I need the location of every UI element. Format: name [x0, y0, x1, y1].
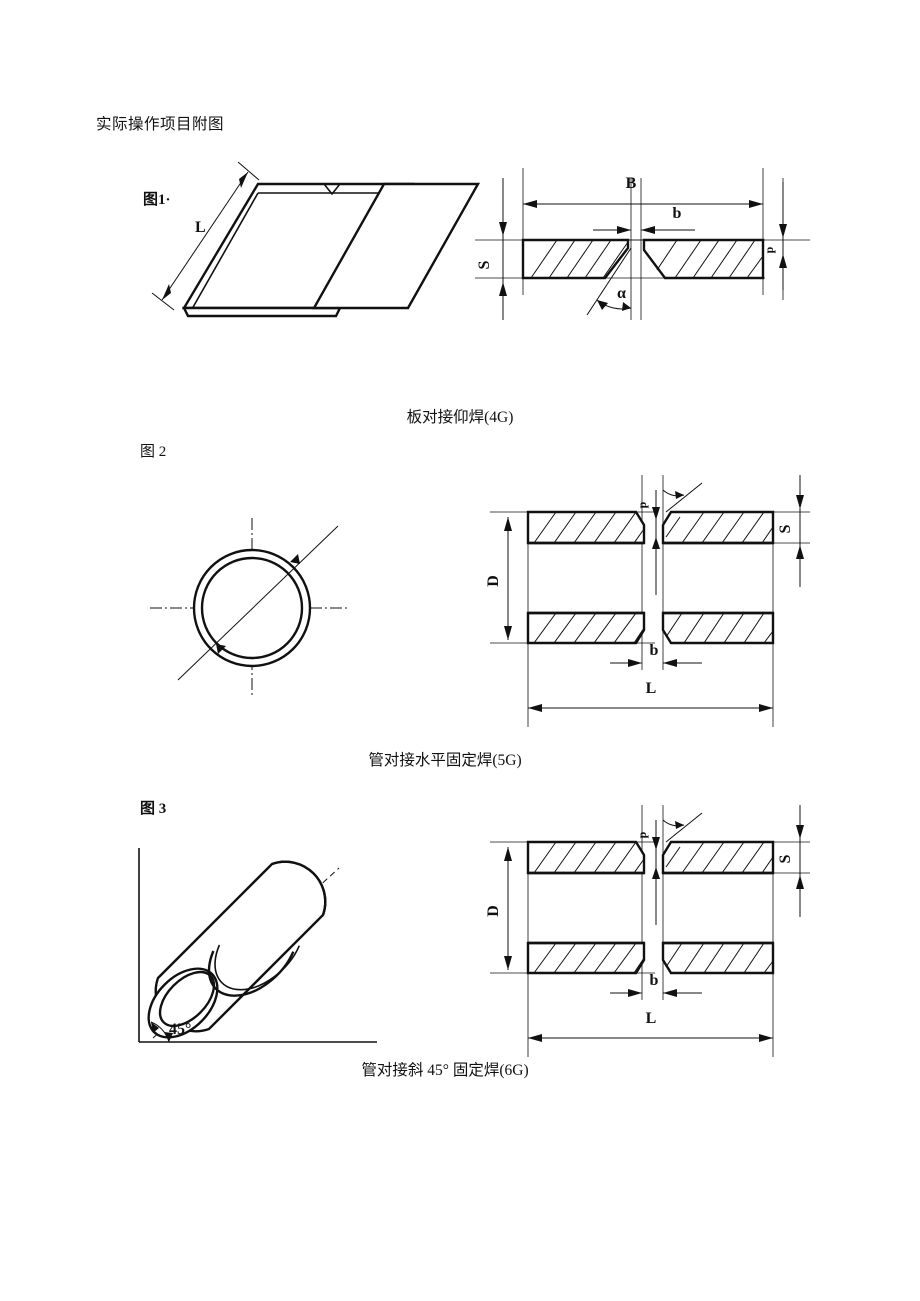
angle-alpha	[586, 247, 632, 316]
pipe-wall-right-upper	[661, 840, 775, 875]
dimension-label-D-left: D	[485, 905, 502, 917]
v-groove	[323, 183, 341, 196]
dimension-label-45: 45°	[169, 1021, 191, 1038]
dimension-L	[528, 1034, 773, 1042]
pipe-wall-right-upper	[661, 510, 775, 545]
plate-section-left	[521, 238, 630, 280]
groove-angle-leader	[662, 812, 703, 843]
page-title: 实际操作项目附图	[96, 116, 225, 133]
pipe-wall-left-upper	[526, 510, 646, 545]
groove-angle-leader	[662, 482, 703, 513]
pipe-bore-lines	[528, 871, 773, 945]
dimension-L-arrow	[151, 161, 260, 311]
dimension-S-right	[796, 805, 804, 917]
figure-1-left-view: L	[140, 160, 481, 340]
dimension-label-B: B	[626, 175, 637, 192]
diameter-leader	[177, 525, 339, 681]
figure-1-caption: 板对接仰焊(4G)	[406, 409, 514, 426]
figure-1-right-view: B b S p	[465, 160, 810, 340]
dimension-label-p-center: p	[635, 501, 649, 508]
inclined-pipe	[147, 860, 327, 1039]
dimension-label-L: L	[195, 219, 206, 236]
dimension-label-b: b	[673, 205, 682, 222]
dimension-label-p-center: p	[635, 831, 649, 838]
extension-lines	[490, 475, 810, 727]
dimension-b	[593, 226, 695, 234]
dimension-label-S: S	[476, 260, 493, 269]
pipe-wall-left-upper	[526, 840, 646, 875]
dimension-L	[528, 704, 773, 712]
pipe-outer-circle	[192, 548, 312, 668]
dimension-S	[499, 178, 507, 320]
dimension-label-L: L	[646, 680, 657, 697]
dimension-p-center	[652, 820, 660, 925]
angle-45-annotation	[150, 1021, 173, 1043]
plate-right	[311, 182, 481, 310]
dimension-label-b: b	[650, 642, 659, 659]
dimension-D-left	[504, 517, 512, 640]
figure-2-right-view: D S p	[470, 465, 815, 730]
hatching-right	[656, 239, 764, 279]
dimension-D-left	[504, 847, 512, 970]
dimension-S-right	[796, 475, 804, 587]
dimension-label-p: p	[762, 246, 776, 253]
figure-3-label: 图 3	[140, 801, 167, 817]
pipe-wall-right-lower	[661, 941, 775, 975]
hatching-left	[530, 239, 629, 279]
dimension-label-D-left: D	[485, 575, 502, 587]
dimension-label-S-right: S	[777, 524, 794, 533]
reference-axes	[138, 848, 377, 1043]
dimension-p	[779, 182, 787, 290]
dimension-b	[610, 659, 702, 667]
figure-2-left-view	[140, 490, 430, 725]
pipe-bore-lines	[528, 541, 773, 615]
dimension-label-alpha: α	[617, 285, 626, 302]
figure-3-right-view: D S p	[470, 795, 815, 1060]
dimension-B	[523, 200, 763, 208]
pipe-wall-right-lower	[661, 611, 775, 645]
dimension-label-S-right: S	[777, 854, 794, 863]
figure-3-left-view: 45°	[125, 830, 425, 1065]
figure-2-label: 图 2	[140, 444, 167, 460]
figure-3-caption: 管对接斜 45° 固定焊(6G)	[361, 1062, 529, 1079]
pipe-wall-left-lower	[526, 611, 646, 645]
dimension-p-center	[652, 490, 660, 595]
dimension-label-b: b	[650, 972, 659, 989]
dimension-label-L: L	[646, 1010, 657, 1027]
figure-1-label: 图1·	[143, 192, 171, 208]
plate-section-right	[642, 238, 765, 280]
pipe-wall-left-lower	[526, 941, 646, 975]
dimension-b	[610, 989, 702, 997]
pipe-inner-circle	[200, 556, 304, 660]
figure-2-caption: 管对接水平固定焊(5G)	[368, 752, 522, 769]
